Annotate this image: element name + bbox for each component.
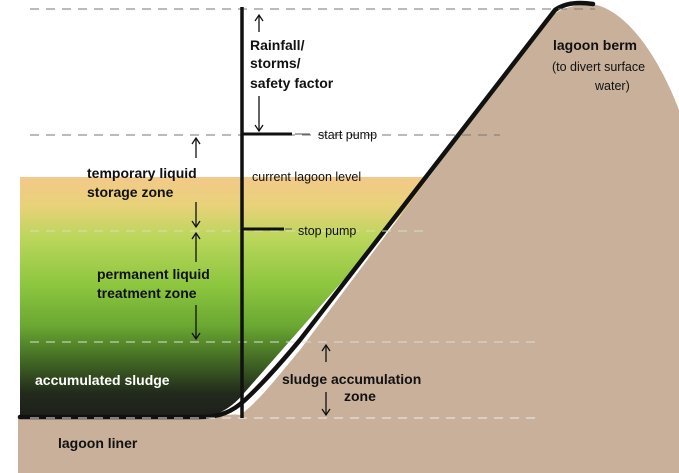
permanent-zone-label-line1: permanent liquid (97, 266, 210, 282)
temporary-zone-label-line2: storage zone (87, 184, 174, 200)
rainfall-label-line2: storms/ (250, 55, 301, 71)
current-level-label: current lagoon level (252, 170, 361, 184)
lagoon-berm-fill (200, 4, 679, 473)
stop-pump-label: stop pump (298, 224, 356, 238)
lagoon-liner-label: lagoon liner (58, 435, 138, 451)
temporary-zone-label-line1: temporary liquid (87, 165, 197, 181)
permanent-zone-label-line2: treatment zone (97, 285, 197, 301)
lagoon-liner-line (17, 0, 596, 420)
sludge-zone-label-line1: sludge accumulation (282, 371, 421, 387)
accumulated-sludge-label: accumulated sludge (35, 372, 170, 388)
berm-note-line1: (to divert surface (552, 60, 645, 74)
rainfall-label-line3: safety factor (250, 75, 334, 91)
rainfall-label-line1: Rainfall/ (250, 37, 305, 53)
lagoon-liquid (20, 177, 434, 417)
berm-note-line2: water) (594, 79, 630, 93)
start-pump-label: start pump (318, 128, 377, 142)
berm-title-label: lagoon berm (553, 37, 637, 53)
sludge-zone-label-line2: zone (344, 388, 376, 404)
rainfall-arrows (254, 13, 264, 133)
permanent-zone-arrows (191, 231, 201, 341)
temporary-zone-arrows (191, 136, 201, 229)
sludge-zone-arrows (321, 343, 331, 417)
